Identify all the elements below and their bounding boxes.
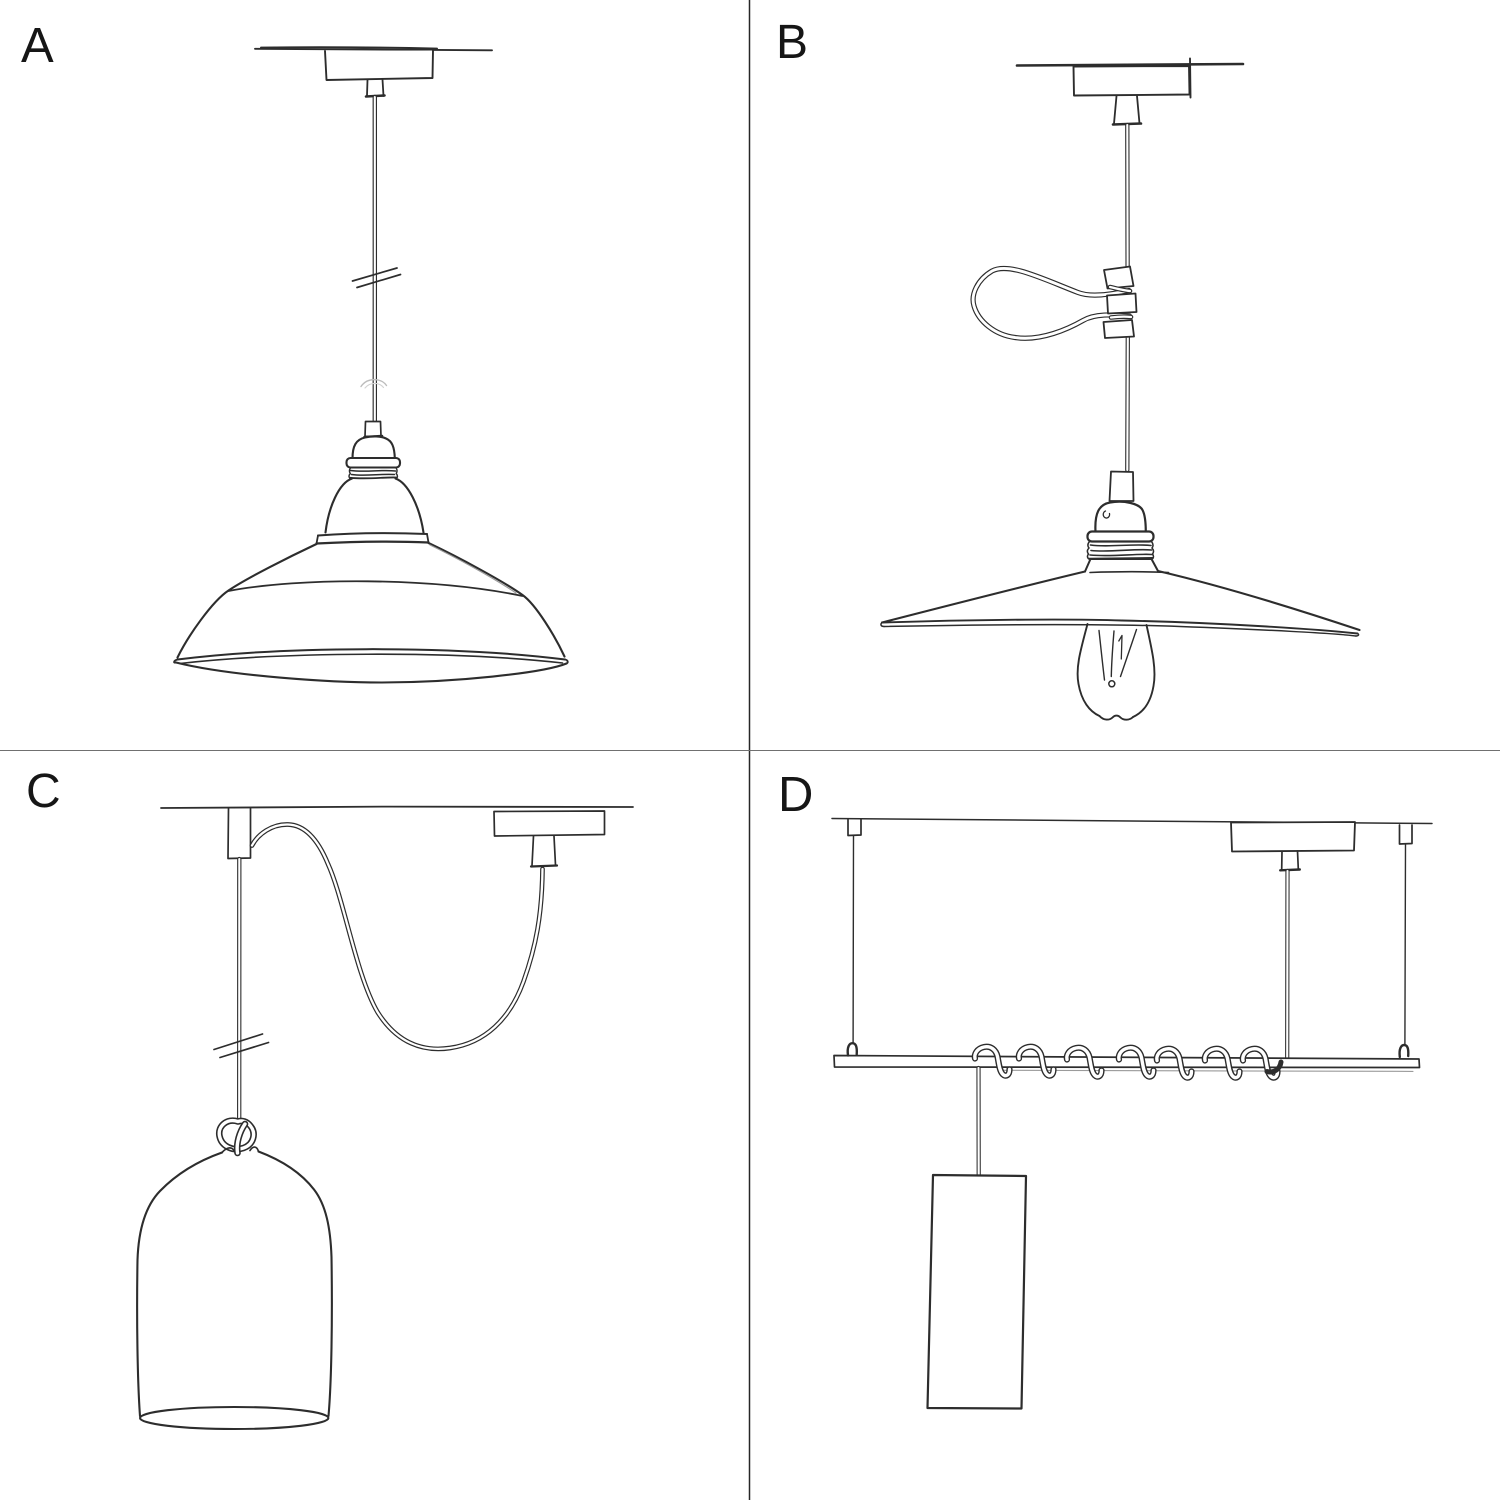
svg-text:C: C: [26, 765, 61, 818]
svg-text:A: A: [21, 19, 54, 73]
svg-text:B: B: [776, 16, 808, 69]
svg-text:D: D: [778, 768, 813, 822]
